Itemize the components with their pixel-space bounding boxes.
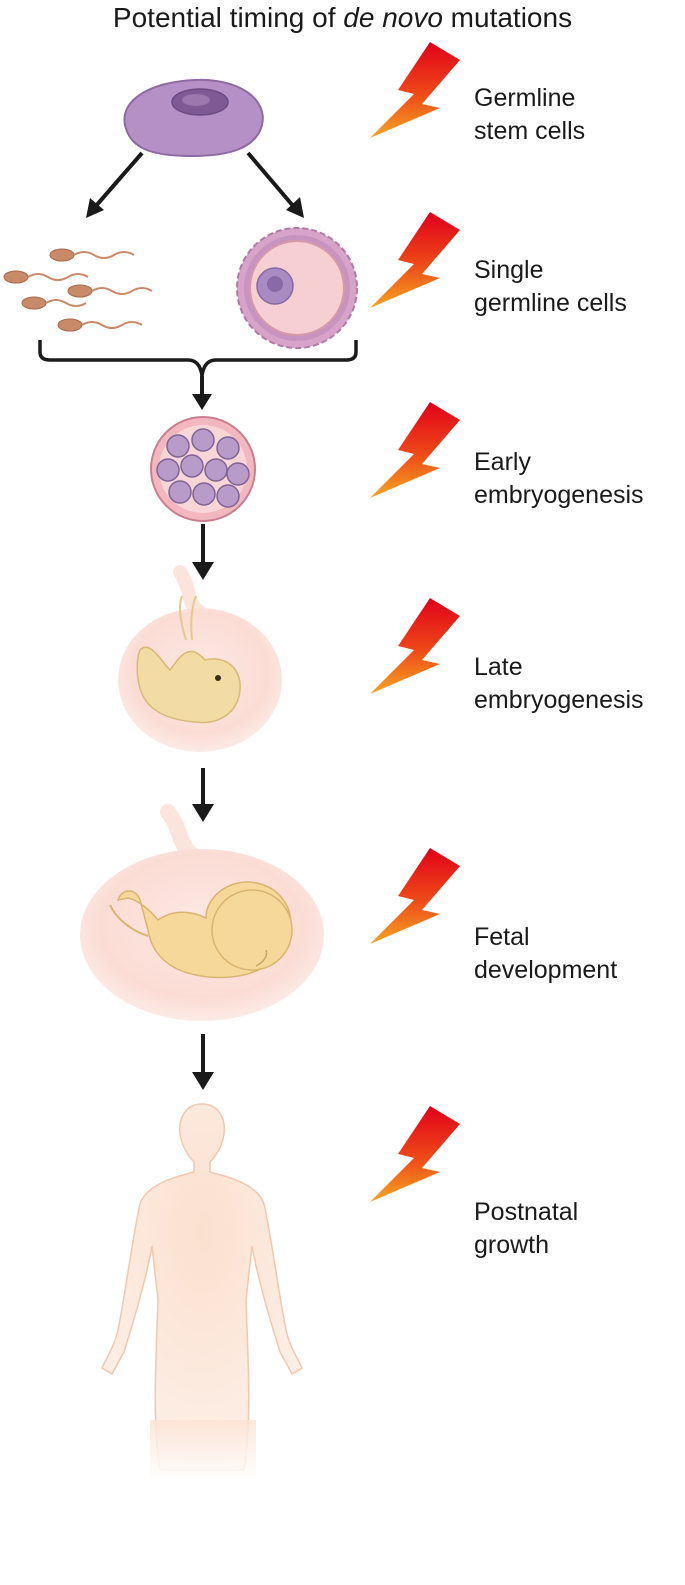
stem-cell-illustration	[123, 78, 264, 158]
stage-line2: stem cells	[474, 117, 586, 145]
stage-line1: Single	[474, 256, 544, 284]
down-arrow-icon	[246, 151, 296, 209]
human-body-illustration	[101, 1103, 303, 1480]
down-arrow-icon	[93, 151, 144, 209]
lightning-bolt-icon	[370, 1106, 460, 1202]
stage-line2: development	[474, 956, 618, 984]
stage-label-postnatal-growth: Postnatal growth	[474, 1196, 578, 1262]
stage-line1: Early	[474, 448, 531, 476]
lightning-bolt-icon	[370, 402, 460, 498]
stage-line1: Postnatal	[474, 1198, 579, 1226]
stage-label-fetal-development: Fetal development	[474, 921, 617, 987]
title-suffix: mutations	[442, 2, 573, 33]
stage-line2: growth	[474, 1231, 550, 1259]
stage-line2: germline cells	[474, 289, 627, 317]
arrow-head	[192, 1072, 214, 1090]
lightning-bolt-icon	[370, 42, 460, 138]
lightning-bolt-icon	[370, 212, 460, 308]
arrow-head	[286, 197, 304, 218]
lightning-bolt-icon	[370, 598, 460, 694]
stage-line2: embryogenesis	[474, 481, 644, 509]
stage-label-germline-stem-cells: Germline stem cells	[474, 82, 585, 148]
arrow-head	[192, 804, 214, 822]
stage-label-late-embryogenesis: Late embryogenesis	[474, 651, 644, 717]
stage-line1: Fetal	[474, 923, 530, 951]
stage-label-early-embryogenesis: Early embryogenesis	[474, 446, 644, 512]
arrow-head	[86, 198, 104, 218]
fetus-illustration	[80, 804, 324, 1021]
title-emphasis: de novo	[343, 2, 443, 33]
arrow-head	[192, 394, 212, 410]
stage-line2: embryogenesis	[474, 686, 644, 714]
stage-line1: Germline	[474, 84, 576, 112]
stage-label-single-germline-cells: Single germline cells	[474, 254, 627, 320]
morula-illustration	[150, 416, 256, 522]
page-title: Potential timing of de novo mutations	[0, 0, 685, 36]
egg-cell-illustration	[236, 227, 358, 349]
arrow-head	[192, 562, 214, 580]
late-embryo-illustration	[118, 565, 282, 752]
lightning-bolt-icon	[370, 848, 460, 944]
title-prefix: Potential timing of	[112, 2, 344, 33]
sperm-cells-illustration	[3, 248, 153, 332]
stage-line1: Late	[474, 653, 523, 681]
